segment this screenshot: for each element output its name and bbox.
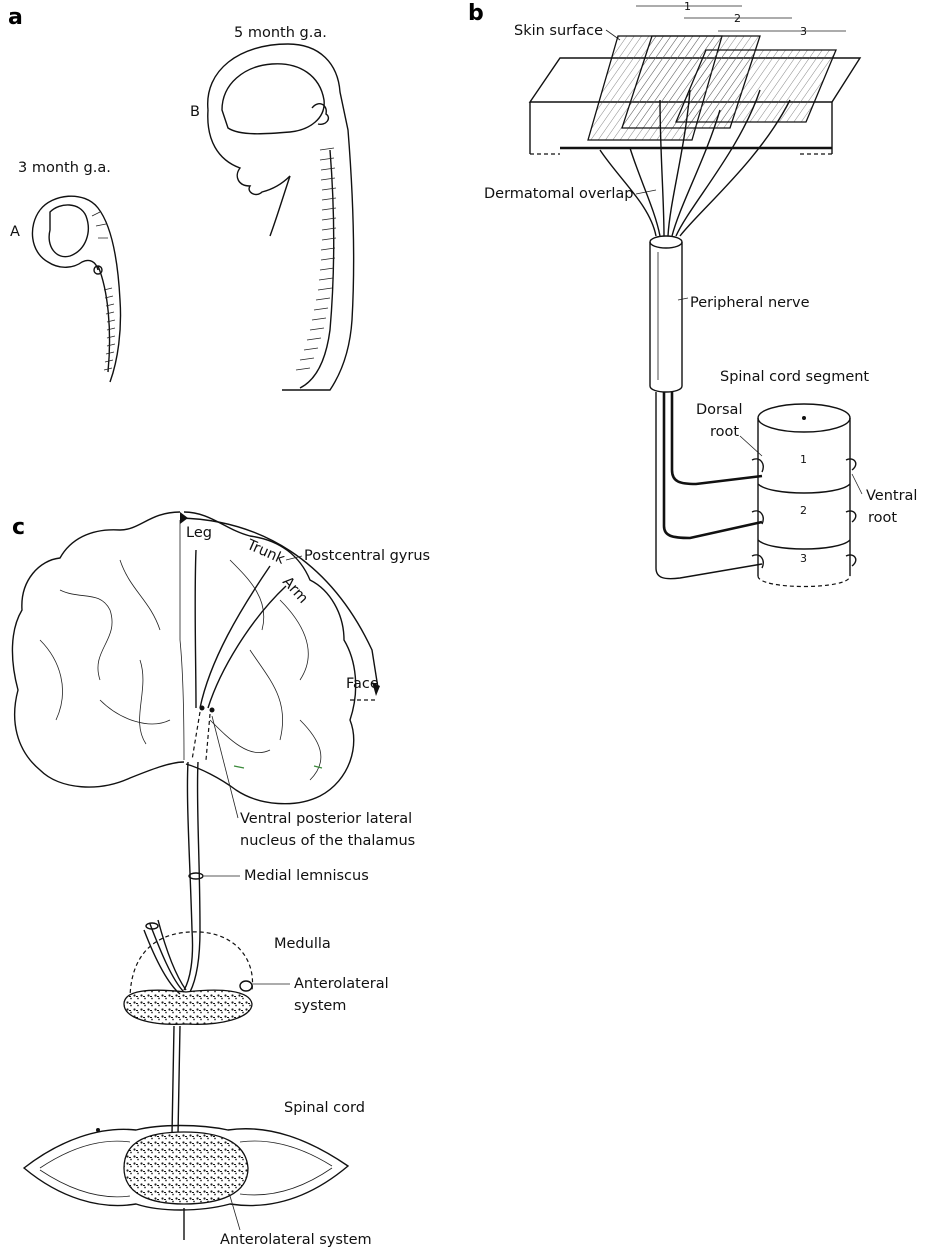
marker-b: B (190, 104, 200, 120)
skin-slab (530, 36, 860, 154)
label-spinal-cord-segment: Spinal cord segment (720, 369, 869, 385)
thalamocortical-fibers (192, 550, 286, 760)
label-anterolateral-1: Anterolateral (294, 976, 389, 992)
spinal-cord-segments: 1 2 3 (752, 404, 856, 587)
panel-c-letter: c (12, 515, 25, 540)
dermatome-number-3: 3 (800, 25, 807, 38)
embryo-3-month (32, 196, 120, 382)
label-postcentral-gyrus: Postcentral gyrus (304, 548, 430, 564)
label-dorsal-root-2: root (710, 424, 739, 440)
label-arm: Arm (279, 574, 311, 607)
label-medulla: Medulla (274, 936, 331, 952)
dermatome-number-2: 2 (734, 12, 741, 25)
label-3-month: 3 month g.a. (18, 160, 111, 176)
label-ventral-root-1: Ventral (866, 488, 917, 504)
panel-a-letter: a (8, 5, 23, 30)
fibers-to-cord (656, 392, 762, 579)
label-anterolateral-bottom: Anterolateral system (220, 1232, 372, 1248)
panel-b-letter: b (468, 1, 484, 26)
dermatome-number-1: 1 (684, 0, 691, 13)
panel-a: a 3 month g.a. 5 month g.a. A B (8, 5, 354, 390)
marker-a: A (10, 224, 20, 240)
label-vpl-line1: Ventral posterior lateral (240, 811, 412, 827)
label-trunk: Trunk (243, 537, 287, 568)
label-dorsal-root-1: Dorsal (696, 402, 742, 418)
label-spinal-cord: Spinal cord (284, 1100, 365, 1116)
segment-number-2: 2 (800, 504, 807, 517)
medial-lemniscus-tract (184, 762, 203, 992)
label-dermatomal-overlap: Dermatomal overlap (484, 186, 633, 202)
medulla (124, 920, 253, 1024)
homunculus-arc: Leg Trunk Arm Face (180, 512, 380, 700)
label-vpl-line2: nucleus of the thalamus (240, 833, 415, 849)
label-face: Face (346, 676, 379, 692)
label-ventral-root-2: root (868, 510, 897, 526)
dermatome-brackets: 1 2 3 (636, 0, 846, 38)
segment-number-1: 1 (800, 453, 807, 466)
label-anterolateral-2: system (294, 998, 346, 1014)
label-leg: Leg (186, 525, 212, 541)
spinal-tract (172, 1026, 180, 1134)
spinal-cord-section: Spinal cord (24, 1100, 365, 1240)
label-peripheral-nerve: Peripheral nerve (690, 295, 810, 311)
panel-c: c Leg Trunk Arm Face Postcentral gyrus (12, 512, 430, 1248)
label-medial-lemniscus: Medial lemniscus (244, 868, 369, 884)
fetus-5-month (208, 44, 354, 390)
segment-number-3: 3 (800, 552, 807, 565)
fetus-5-vertebrae (296, 148, 336, 370)
peripheral-nerve (650, 236, 682, 392)
label-skin-surface: Skin surface (514, 23, 603, 39)
panel-b: b 1 2 3 Skin surface Dermatomal overlap (468, 0, 917, 587)
label-5-month: 5 month g.a. (234, 25, 327, 41)
